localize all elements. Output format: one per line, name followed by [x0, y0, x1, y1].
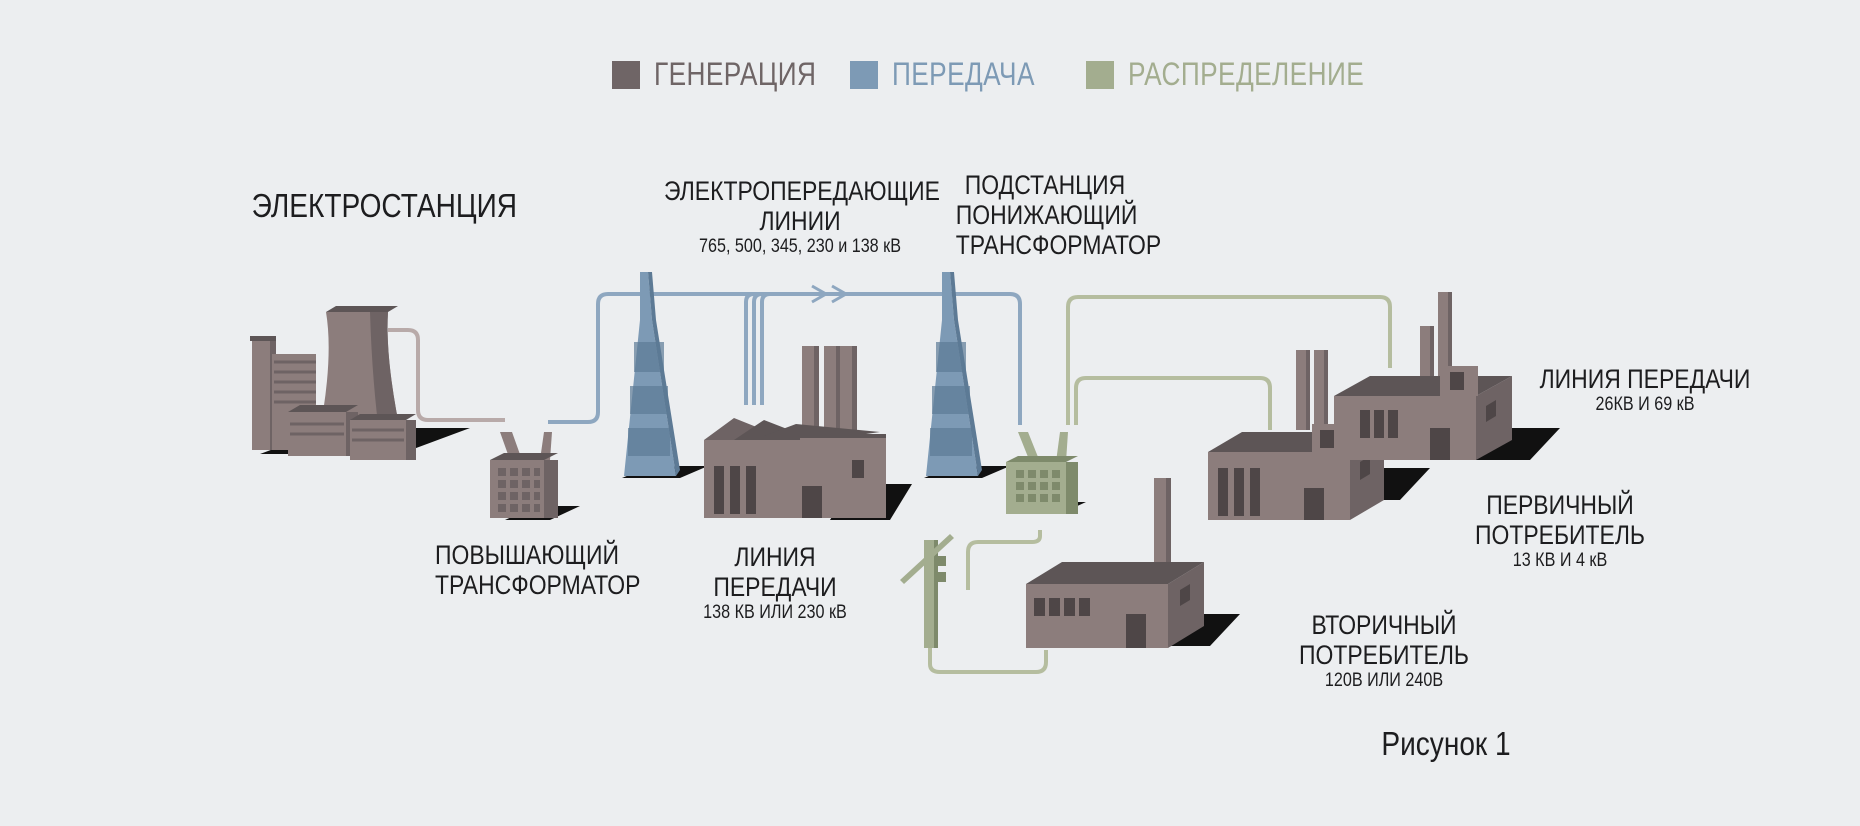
legend-distribution: РАСПРЕДЕЛЕНИЕ [1086, 56, 1416, 93]
generation-wire [388, 328, 505, 422]
primary-line-label: ЛИНИЯ ПЕРЕДАЧИ 26КВ И 69 кВ [1539, 364, 1751, 416]
substation-transformer-icon [1006, 432, 1086, 514]
power-plant-icon [250, 306, 470, 460]
primary-customer-label: ПЕРВИЧНЫЙ ПОТРЕБИТЕЛЬ 13 КВ И 4 кВ [1475, 490, 1645, 572]
legend-transmission: ПЕРЕДАЧА [850, 56, 1066, 93]
legend-distribution-swatch [1086, 60, 1114, 89]
distribution-wires [928, 295, 1392, 674]
power-plant-label: ЭЛЕКТРОСТАНЦИЯ [251, 187, 518, 224]
utility-pole-icon [900, 534, 954, 648]
step-up-transformer-icon [490, 432, 580, 520]
legend-generation: ГЕНЕРАЦИЯ [612, 56, 852, 93]
step-up-transformer-label: ПОВЫШАЮЩИЙ ТРАНСФОРМАТОР [435, 540, 641, 601]
substation-label: ПОДСТАНЦИЯ ПОНИЖАЮЩИЙ ТРАНСФОРМАТОР [955, 170, 1162, 261]
secondary-customer-label: ВТОРИЧНЫЙ ПОТРЕБИТЕЛЬ 120В ИЛИ 240В [1299, 610, 1469, 692]
primary-customer-building-icon [1208, 350, 1430, 520]
legend-transmission-label: ПЕРЕДАЧА [892, 56, 1035, 92]
transmission-lines-label: ЭЛЕКТРОПЕРЕДАЮЩИЕ ЛИНИИ 765, 500, 345, 2… [664, 176, 940, 258]
legend-distribution-label: РАСПРЕДЕЛЕНИЕ [1128, 56, 1365, 92]
legend-transmission-swatch [850, 60, 878, 89]
primary-line-building-icon [1334, 292, 1560, 460]
figure-caption: Рисунок 1 [1381, 725, 1511, 762]
legend-generation-swatch [612, 60, 640, 89]
transmission-wires [548, 284, 1022, 425]
transmission-tower-icon [622, 272, 708, 478]
secondary-customer-building-icon [1026, 478, 1240, 648]
factory-icon [704, 346, 912, 520]
sub-transmission-label: ЛИНИЯ ПЕРЕДАЧИ 138 КВ ИЛИ 230 кВ [703, 542, 847, 624]
transmission-tower-icon-2 [924, 272, 1010, 478]
legend-generation-label: ГЕНЕРАЦИЯ [654, 56, 817, 92]
